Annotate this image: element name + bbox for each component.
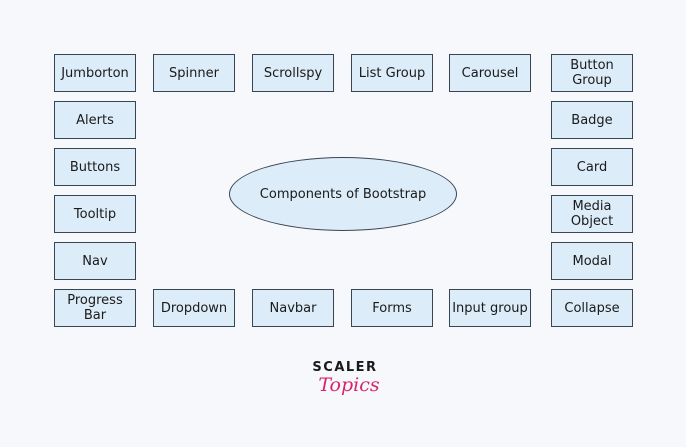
component-box-jumborton: Jumborton (54, 54, 136, 92)
component-box-carousel: Carousel (449, 54, 531, 92)
component-box-media-object: Media Object (551, 195, 633, 233)
component-box-badge: Badge (551, 101, 633, 139)
logo-topics-text: Topics (318, 374, 380, 396)
component-box-buttons: Buttons (54, 148, 136, 186)
component-box-spinner: Spinner (153, 54, 235, 92)
component-box-scrollspy: Scrollspy (252, 54, 334, 92)
component-box-nav: Nav (54, 242, 136, 280)
component-box-navbar: Navbar (252, 289, 334, 327)
component-box-dropdown: Dropdown (153, 289, 235, 327)
component-box-forms: Forms (351, 289, 433, 327)
component-box-modal: Modal (551, 242, 633, 280)
component-box-alerts: Alerts (54, 101, 136, 139)
component-box-progress-bar: Progress Bar (54, 289, 136, 327)
component-box-tooltip: Tooltip (54, 195, 136, 233)
component-box-list-group: List Group (351, 54, 433, 92)
component-box-card: Card (551, 148, 633, 186)
center-ellipse: Components of Bootstrap (229, 157, 457, 231)
component-box-collapse: Collapse (551, 289, 633, 327)
scaler-topics-logo: SCALER Topics (308, 360, 382, 410)
component-box-button-group: Button Group (551, 54, 633, 92)
component-box-input-group: Input group (449, 289, 531, 327)
logo-scaler-text: SCALER (312, 360, 378, 375)
